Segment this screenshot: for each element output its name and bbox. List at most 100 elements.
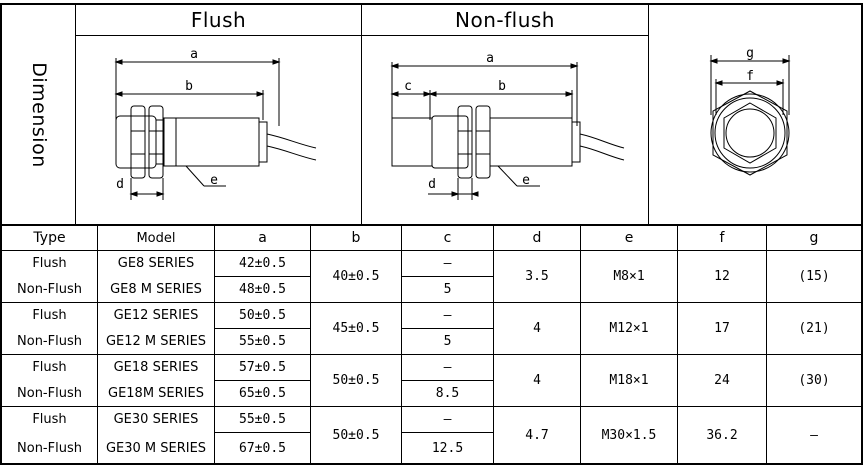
row-7-type: Non-Flush <box>17 440 82 456</box>
row-4-model: GE18 SERIES <box>113 360 199 375</box>
col-line-7 <box>677 225 678 464</box>
nonflush-label-c: c <box>404 79 412 94</box>
row-line-split4-c <box>401 432 493 433</box>
endview-label-f: f <box>746 69 754 84</box>
flush-label-b: b <box>185 79 193 94</box>
section-divider <box>0 224 863 226</box>
row-6-a: 55±0.5 <box>239 412 286 427</box>
col-header-b: b <box>351 230 361 246</box>
row-2-c: — <box>443 308 452 323</box>
row-line-split3-a <box>214 380 310 381</box>
group-2-f: 24 <box>714 373 730 388</box>
col-header-model: Model <box>136 230 176 246</box>
row-line-split3-c <box>401 380 493 381</box>
row-4-a: 57±0.5 <box>239 360 286 375</box>
col-line-5 <box>493 225 494 464</box>
flush-title: Flush <box>190 8 247 32</box>
border-top <box>0 3 863 5</box>
row-line-group1 <box>0 302 863 303</box>
flush-sensor-drawing: a b d e <box>114 47 317 200</box>
row-7-model: GE30 M SERIES <box>105 440 207 456</box>
group-3-d: 4.7 <box>525 427 549 443</box>
row-line-split4-a <box>214 432 310 433</box>
col-header-f: f <box>719 230 725 246</box>
row-1-type: Non-Flush <box>17 282 82 297</box>
row-line-header <box>0 250 863 251</box>
col-header-d: d <box>532 230 542 246</box>
row-line-split1-c <box>401 276 493 277</box>
row-3-type: Non-Flush <box>17 334 82 349</box>
group-0-b: 40±0.5 <box>332 269 380 284</box>
group-0-f: 12 <box>714 269 730 284</box>
flush-label-d: d <box>116 177 124 192</box>
row-0-type: Flush <box>32 256 67 271</box>
row-4-c: — <box>443 360 452 375</box>
group-0-e: M8×1 <box>613 269 645 284</box>
group-0-g: (15) <box>798 269 830 284</box>
row-4-type: Flush <box>32 360 67 375</box>
row-2-type: Flush <box>32 308 67 323</box>
row-7-a: 67±0.5 <box>239 440 286 456</box>
col-line-3 <box>310 225 311 464</box>
border-left <box>0 3 2 465</box>
col-line-6 <box>580 225 581 464</box>
flush-label-a: a <box>190 47 198 62</box>
border-right <box>861 3 863 465</box>
group-2-b: 50±0.5 <box>332 373 380 388</box>
group-1-b: 45±0.5 <box>332 321 380 336</box>
row-0-model: GE8 SERIES <box>117 256 195 271</box>
row-3-c: 5 <box>443 334 452 349</box>
nonflush-label-b: b <box>498 79 506 94</box>
border-bottom <box>0 463 863 465</box>
divider-nonflush <box>648 3 649 225</box>
row-2-model: GE12 SERIES <box>113 308 199 323</box>
col-header-c: c <box>443 230 452 246</box>
row-1-a: 48±0.5 <box>239 282 286 297</box>
row-5-a: 65±0.5 <box>239 386 286 401</box>
group-1-g: (21) <box>798 321 830 336</box>
group-0-d: 3.5 <box>525 269 549 284</box>
col-line-1 <box>97 225 98 464</box>
divider-flush <box>361 3 362 225</box>
col-header-a: a <box>258 230 267 246</box>
divider-dimension <box>75 3 76 225</box>
nonflush-label-e: e <box>522 173 530 188</box>
row-6-model: GE30 SERIES <box>113 412 199 427</box>
col-header-e: e <box>624 230 634 246</box>
group-3-g: — <box>810 427 818 443</box>
row-6-c: — <box>443 412 452 427</box>
col-header-type: Type <box>33 230 66 246</box>
group-3-b: 50±0.5 <box>332 427 380 443</box>
row-3-model: GE12 M SERIES <box>105 334 207 349</box>
group-2-g: (30) <box>798 373 830 388</box>
nonflush-title: Non-flush <box>455 8 555 32</box>
row-7-c: 12.5 <box>431 440 464 456</box>
row-line-group2 <box>0 354 863 355</box>
row-6-type: Flush <box>32 412 67 427</box>
group-1-f: 17 <box>714 321 730 336</box>
row-1-model: GE8 M SERIES <box>110 282 202 297</box>
group-2-d: 4 <box>533 373 541 388</box>
group-3-e: M30×1.5 <box>601 427 657 443</box>
row-line-group3 <box>0 406 863 407</box>
row-1-c: 5 <box>443 282 452 297</box>
endview-label-g: g <box>746 46 754 61</box>
col-line-8 <box>766 225 767 464</box>
row-0-c: — <box>443 256 452 271</box>
end-view-drawing: g f <box>709 46 791 176</box>
nonflush-label-d: d <box>428 177 436 192</box>
group-2-e: M18×1 <box>609 373 649 388</box>
row-line-split1-a <box>214 276 310 277</box>
row-5-c: 8.5 <box>435 386 460 401</box>
dimension-label-wrap: Dimension <box>2 5 75 224</box>
row-3-a: 55±0.5 <box>239 334 286 349</box>
nonflush-label-a: a <box>486 51 494 66</box>
flush-label-e: e <box>210 173 218 188</box>
row-line-split2-a <box>214 328 310 329</box>
col-line-2 <box>214 225 215 464</box>
group-3-f: 36.2 <box>706 427 738 443</box>
header-divider <box>75 35 649 36</box>
row-2-a: 50±0.5 <box>239 308 286 323</box>
group-1-e: M12×1 <box>609 321 649 336</box>
col-header-g: g <box>809 230 819 246</box>
